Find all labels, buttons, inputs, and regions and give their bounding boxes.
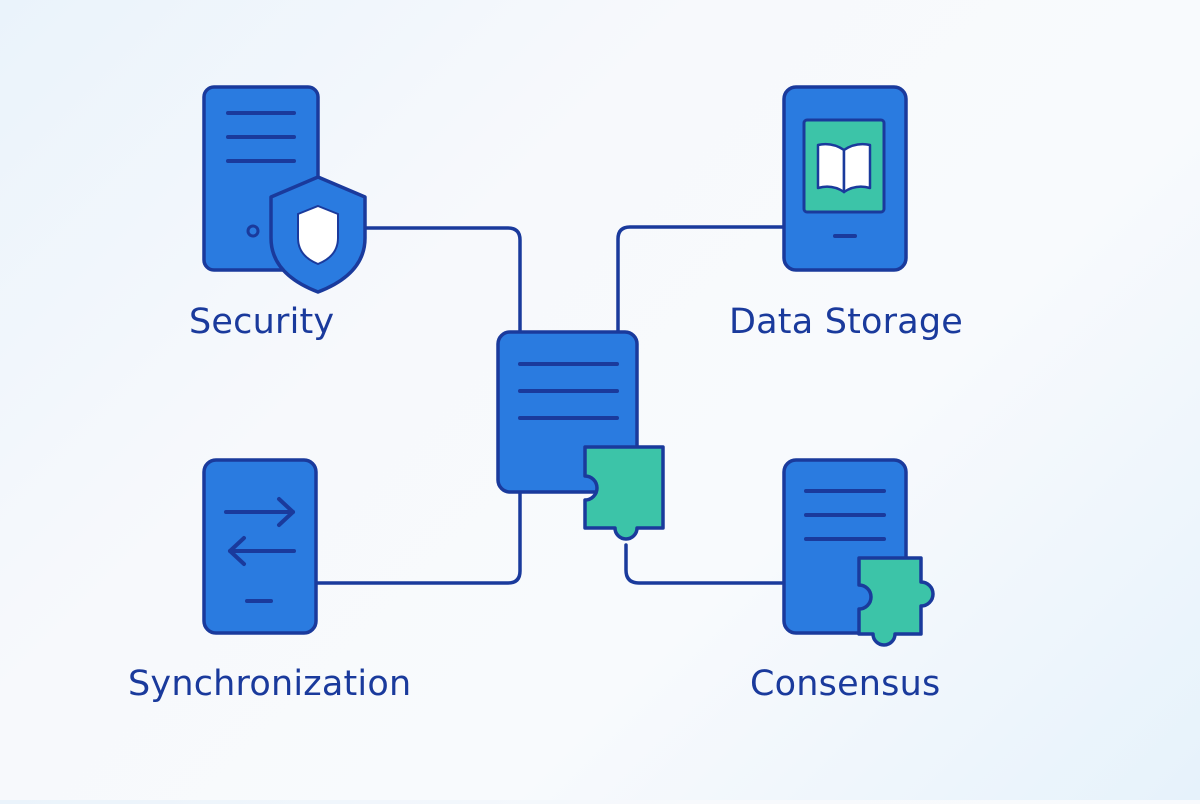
data-storage-label: Data Storage — [729, 302, 964, 342]
security-label: Security — [189, 302, 335, 342]
puzzle-piece-icon — [583, 445, 665, 541]
edge-data-storage-hub — [616, 225, 786, 337]
phone-body — [202, 458, 318, 635]
consensus-label: Consensus — [750, 664, 941, 704]
hub-node-icon — [496, 330, 665, 541]
data-storage-node-icon — [782, 85, 908, 272]
security-node-icon — [202, 85, 367, 294]
edge-synchronization-hub — [314, 490, 522, 585]
puzzle-piece-icon — [857, 556, 935, 647]
server-power-dot — [246, 224, 260, 238]
sync-arrows-icon — [224, 497, 296, 566]
book-icon — [816, 142, 872, 194]
synchronization-node-icon — [202, 458, 318, 635]
consensus-node-icon — [782, 458, 935, 647]
edge-security-hub — [360, 226, 522, 337]
shield-icon — [269, 175, 367, 294]
edge-hub-consensus — [624, 543, 786, 585]
synchronization-label: Synchronization — [128, 664, 412, 704]
